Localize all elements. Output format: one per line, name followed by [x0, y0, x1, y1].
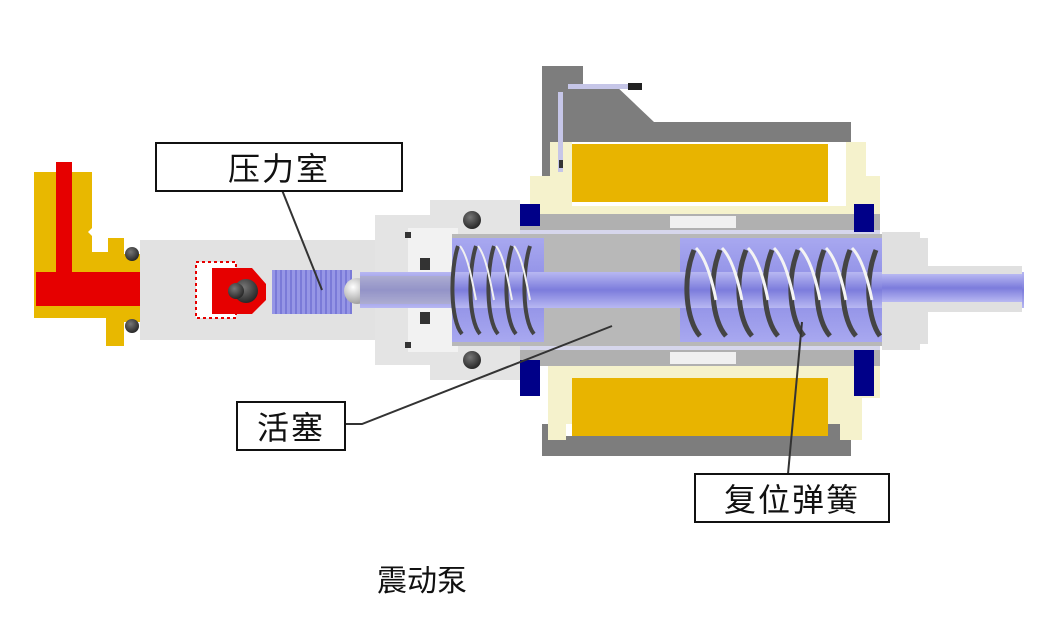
end-washers: [520, 204, 874, 396]
label-pressure-chamber: 压力室: [155, 142, 403, 192]
label-pressure-chamber-text: 压力室: [227, 150, 330, 188]
guide-sleeve: [520, 214, 880, 366]
inlet-valve: [195, 261, 266, 319]
diagram-caption: 震动泵: [377, 564, 467, 599]
terminal-pins: [558, 83, 642, 172]
front-spring: [450, 245, 536, 336]
leader-line-piston: [345, 325, 613, 425]
label-piston-text: 活塞: [256, 409, 325, 447]
outlet-nozzle: [882, 232, 1022, 350]
label-return-spring-text: 复位弹簧: [723, 481, 860, 519]
solenoid-coil-top: [572, 144, 828, 202]
return-spring: [684, 246, 883, 338]
body-seals: [405, 211, 481, 369]
label-piston: 活塞: [236, 401, 346, 451]
leader-line-pressure-chamber: [281, 189, 323, 291]
o-ring-top-icon: [125, 247, 139, 261]
leader-line-return-spring: [787, 321, 803, 475]
o-ring-bottom-icon: [125, 319, 139, 333]
solenoid-coil-bottom: [572, 378, 828, 436]
label-return-spring: 复位弹簧: [694, 473, 890, 523]
pressure-chamber: [272, 270, 352, 314]
